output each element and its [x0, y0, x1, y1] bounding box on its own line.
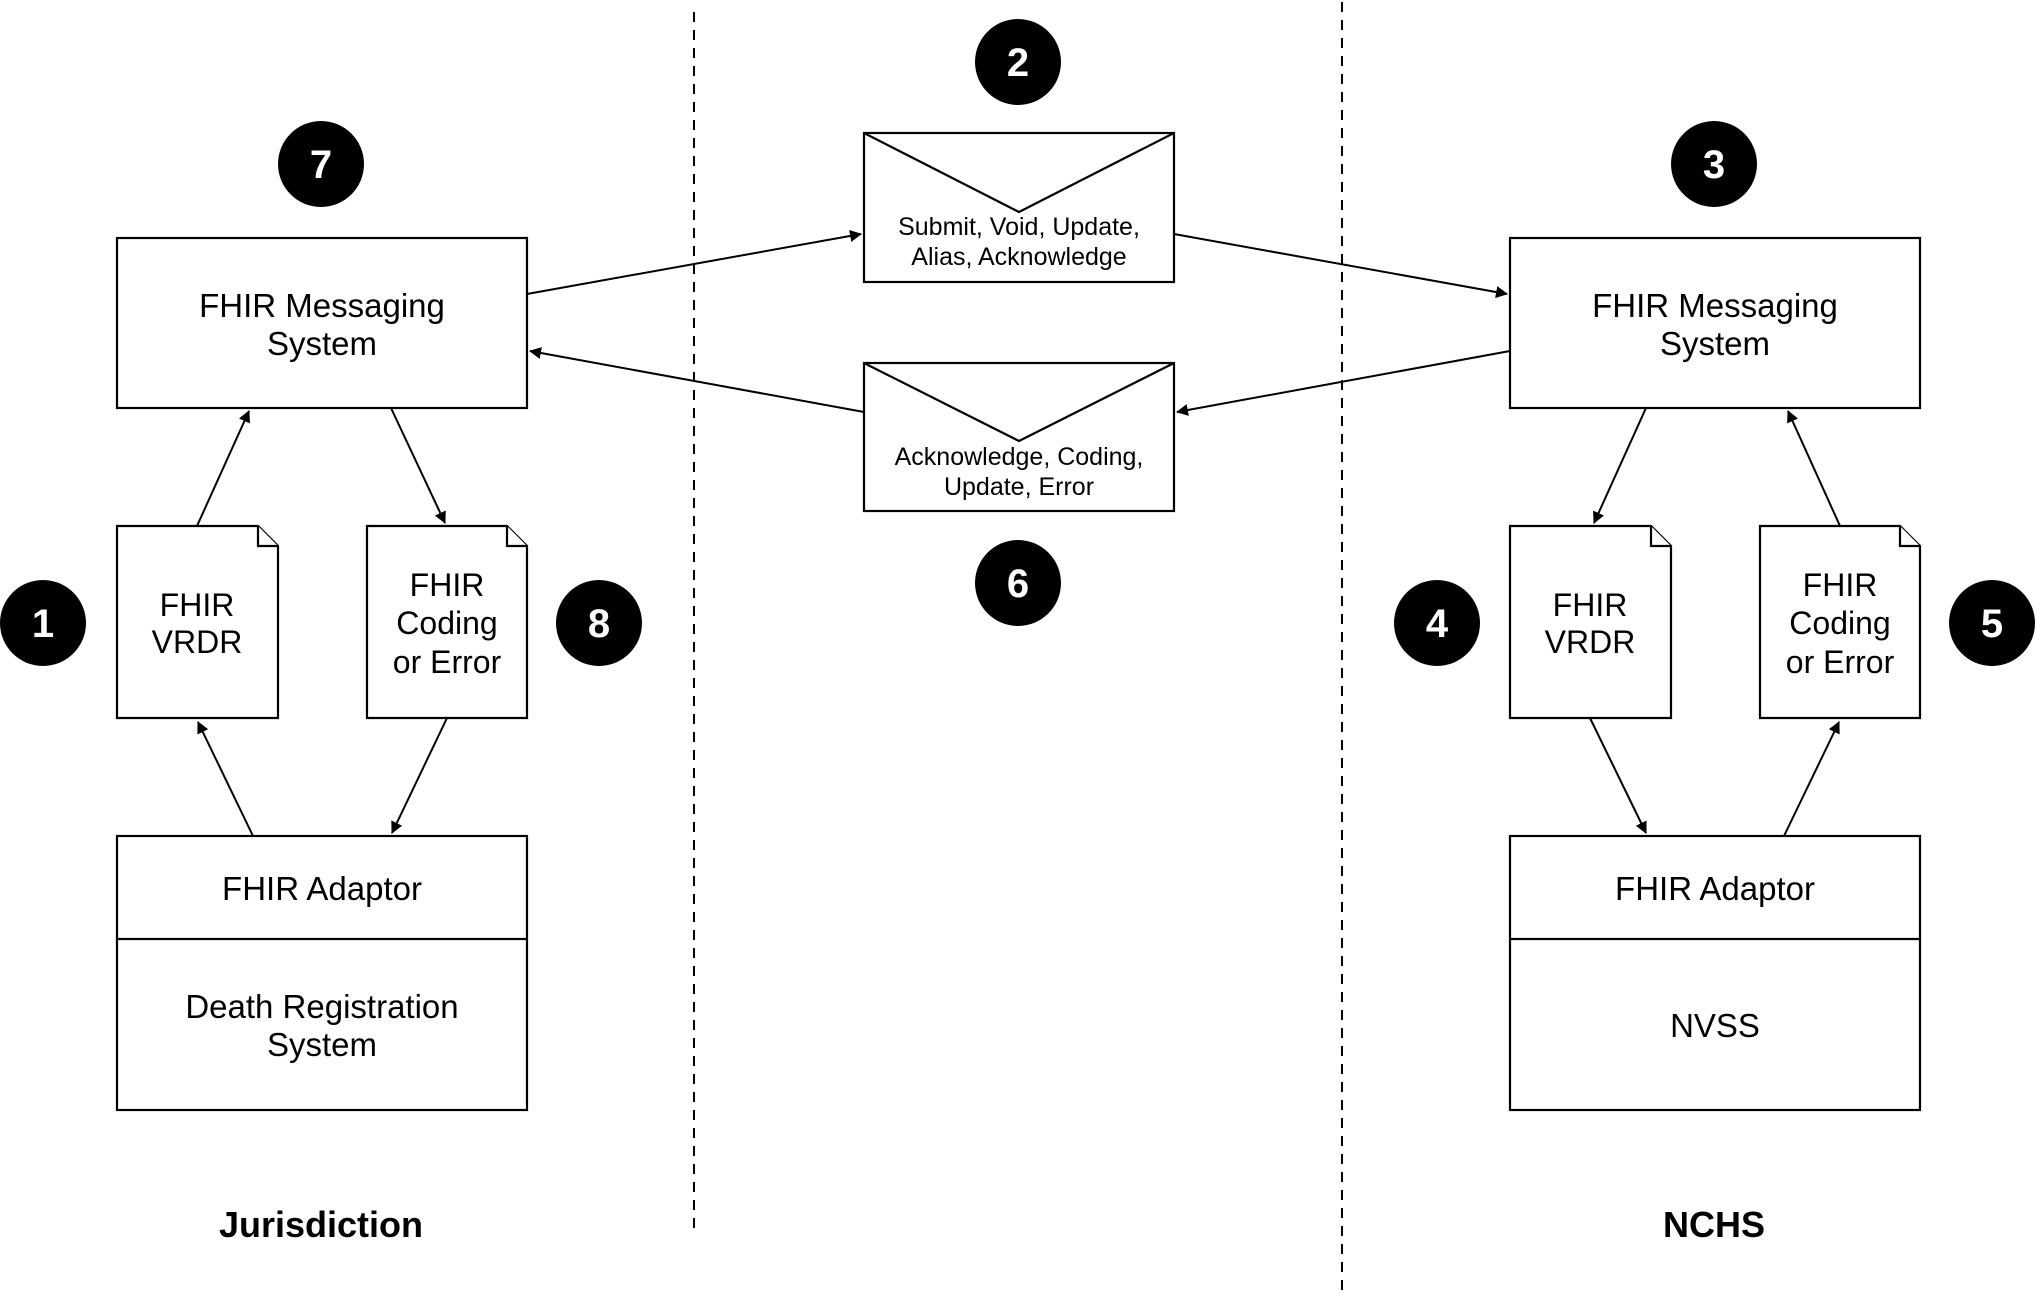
svg-text:5: 5 [1981, 602, 2003, 646]
arrow-jur-to-envelope-top [526, 230, 862, 295]
arrow-nchs-adaptor-to-coding [1783, 721, 1840, 837]
jur-system-line1: Death Registration [185, 988, 458, 1025]
badge-6: 6 [975, 540, 1061, 626]
jur-msg-line2: System [267, 325, 377, 362]
arrow-envelope-top-to-nchs [1173, 233, 1508, 298]
svg-text:2: 2 [1007, 41, 1029, 85]
jur-adaptor-label: FHIR Adaptor [222, 870, 422, 907]
arrow-envelope-bottom-to-jur [529, 347, 865, 413]
arrow-nchs-msg-to-vrdr [1593, 407, 1647, 524]
nchs-system-label: NVSS [1670, 1007, 1760, 1044]
nchs-vrdr-document: FHIR VRDR [1508, 524, 1673, 720]
jur-coding-line2: Coding [396, 605, 497, 641]
jur-vrdr-line1: FHIR [160, 587, 235, 623]
nchs-messaging-system: FHIR Messaging System [1508, 236, 1922, 410]
badge-3: 3 [1671, 121, 1757, 207]
nchs-msg-line1: FHIR Messaging [1592, 287, 1838, 324]
arrow-nchs-to-envelope-bottom [1176, 350, 1511, 416]
jur-coding-line1: FHIR [410, 567, 485, 603]
env-bottom-line1: Acknowledge, Coding, [895, 443, 1144, 471]
nchs-coding-line3: or Error [1786, 644, 1895, 680]
nchs-adaptor-stack: FHIR Adaptor NVSS [1508, 834, 1922, 1112]
jur-msg-line1: FHIR Messaging [199, 287, 445, 324]
region-label-nchs: NCHS [1663, 1204, 1765, 1245]
arrow-vrdr-to-jur-msg [196, 410, 250, 527]
svg-text:8: 8 [588, 602, 610, 646]
jurisdiction-vrdr-document: FHIR VRDR [115, 524, 280, 720]
nchs-vrdr-line2: VRDR [1545, 624, 1636, 660]
badge-7: 7 [278, 121, 364, 207]
nchs-msg-line2: System [1660, 325, 1770, 362]
svg-text:6: 6 [1007, 562, 1029, 606]
envelope-acknowledge: Acknowledge, Coding, Update, Error [862, 361, 1176, 513]
arrow-vrdr-to-nchs-adaptor [1589, 717, 1647, 834]
arrow-jur-msg-to-coding [390, 407, 446, 524]
nchs-vrdr-line1: FHIR [1553, 587, 1628, 623]
env-top-line1: Submit, Void, Update, [898, 213, 1140, 241]
jurisdiction-adaptor-stack: FHIR Adaptor Death Registration System [115, 834, 529, 1112]
env-bottom-line2: Update, Error [944, 473, 1094, 501]
badge-8: 8 [556, 580, 642, 666]
jur-coding-line3: or Error [393, 644, 502, 680]
arrow-coding-to-adaptor [391, 717, 448, 834]
jurisdiction-coding-document: FHIR Coding or Error [365, 524, 529, 720]
jur-system-line2: System [267, 1026, 377, 1063]
svg-text:4: 4 [1426, 602, 1449, 646]
badge-4: 4 [1394, 580, 1480, 666]
env-top-line2: Alias, Acknowledge [911, 243, 1126, 271]
nchs-coding-line1: FHIR [1803, 567, 1878, 603]
region-label-jurisdiction: Jurisdiction [219, 1204, 423, 1245]
jurisdiction-messaging-system: FHIR Messaging System [115, 236, 529, 410]
badge-1: 1 [0, 580, 86, 666]
nchs-coding-line2: Coding [1789, 605, 1890, 641]
nchs-adaptor-label: FHIR Adaptor [1615, 870, 1815, 907]
badge-5: 5 [1949, 580, 2035, 666]
arrow-coding-to-nchs-msg [1787, 410, 1841, 527]
envelope-submit: Submit, Void, Update, Alias, Acknowledge [862, 131, 1176, 284]
badge-2: 2 [975, 19, 1061, 105]
jur-vrdr-line2: VRDR [152, 624, 243, 660]
svg-text:1: 1 [32, 602, 54, 646]
nchs-coding-document: FHIR Coding or Error [1758, 524, 1922, 720]
svg-text:7: 7 [310, 143, 332, 187]
arrow-adaptor-to-vrdr [197, 721, 254, 837]
svg-text:3: 3 [1703, 143, 1725, 187]
